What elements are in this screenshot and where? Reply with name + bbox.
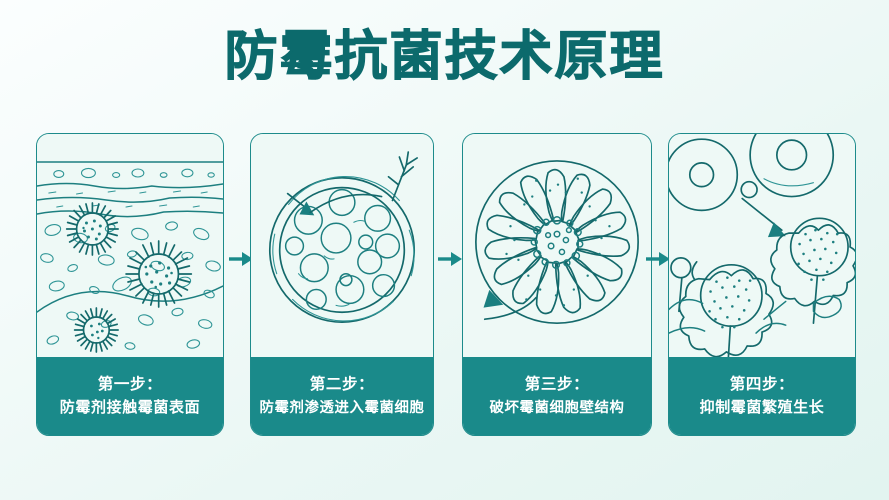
step-1-illustration — [37, 134, 223, 359]
conidiophore-left — [670, 257, 698, 313]
penetration-arrow — [286, 192, 383, 216]
hyphae-strands — [669, 298, 787, 334]
step-2-illustration — [251, 134, 433, 359]
step-2-description: 防霉剂渗透进入霉菌细胞 — [259, 399, 425, 416]
arrow-right-icon — [438, 252, 462, 266]
step-4-label: 第四步： — [729, 375, 795, 393]
free-spore-left — [669, 138, 739, 212]
step-1-caption: 第一步： 防霉剂接触霉菌表面 — [37, 357, 223, 435]
step-1-description: 防霉剂接触霉菌表面 — [59, 398, 201, 416]
disruption-arrow — [483, 289, 538, 321]
hypha-branch — [387, 151, 419, 202]
arrow-step1-step2 — [228, 248, 254, 270]
step-3-caption: 第三步： 破坏霉菌细胞壁结构 — [463, 357, 651, 435]
step-card-1[interactable]: 第一步： 防霉剂接触霉菌表面 — [36, 133, 224, 436]
step-2-caption: 第二步： 防霉剂渗透进入霉菌细胞 — [251, 357, 433, 435]
step-4-caption: 第四步： 抑制霉菌繁殖生长 — [669, 357, 855, 435]
step-card-3[interactable]: 第三步： 破坏霉菌细胞壁结构 — [462, 133, 652, 436]
step-card-2[interactable]: 第二步： 防霉剂渗透进入霉菌细胞 — [250, 133, 434, 436]
page-title: 防霉抗菌技术原理 — [224, 26, 665, 86]
step-card-4[interactable]: 第四步： 抑制霉菌繁殖生长 — [668, 133, 856, 436]
arrow-step2-step3 — [437, 248, 463, 270]
step-4-illustration — [669, 134, 855, 359]
small-spore — [740, 180, 758, 199]
step-2-label: 第二步： — [309, 375, 375, 393]
step-3-label: 第三步： — [524, 375, 590, 393]
sporangium-upper — [770, 217, 855, 325]
free-spore-right — [749, 134, 835, 198]
step-3-illustration — [463, 134, 651, 359]
arrow-right-icon — [646, 252, 670, 266]
step-4-description: 抑制霉菌繁殖生长 — [699, 398, 825, 416]
arrow-step3-step4 — [645, 248, 671, 270]
sporangium-lower — [678, 263, 774, 359]
inhibition-arrow — [741, 197, 786, 238]
arrow-right-icon — [229, 252, 253, 266]
step-3-description: 破坏霉菌细胞壁结构 — [489, 399, 625, 416]
step-1-label: 第一步： — [97, 375, 163, 393]
